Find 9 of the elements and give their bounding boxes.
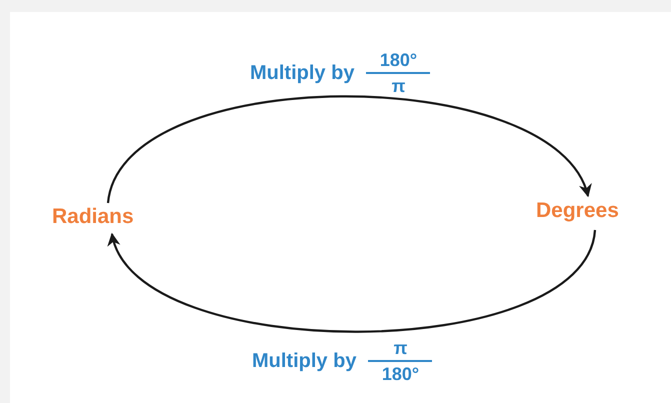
fraction-denominator: π	[392, 76, 406, 96]
node-label: Radians	[52, 203, 134, 230]
node-label: Degrees	[536, 197, 619, 224]
edge-label: Multiply by	[250, 62, 354, 84]
fraction-numerator: π	[394, 338, 408, 358]
edge-label: Multiply by	[252, 350, 356, 372]
fraction-denominator: 180°	[382, 364, 420, 384]
fraction-numerator: 180°	[380, 50, 418, 70]
curved-arrow	[106, 95, 589, 204]
